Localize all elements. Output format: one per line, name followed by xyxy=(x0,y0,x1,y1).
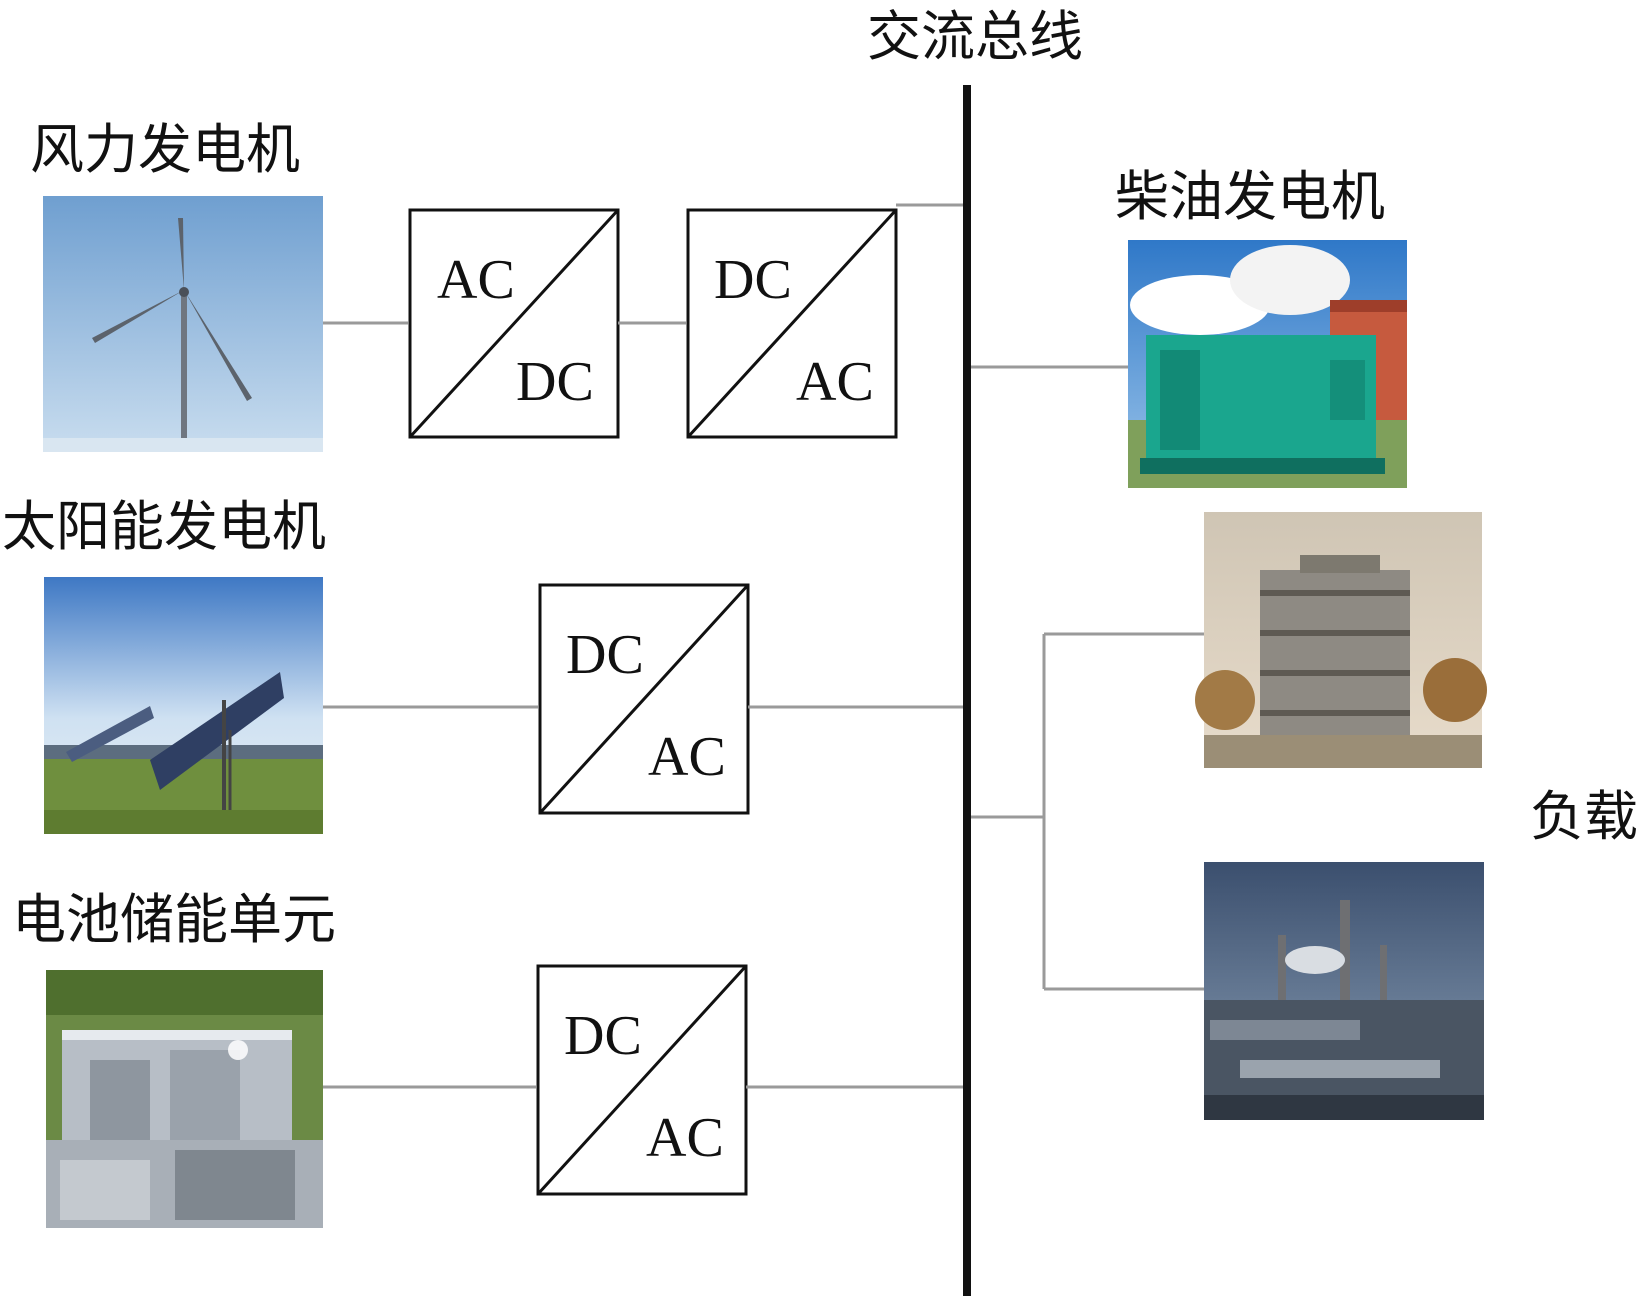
ac-bus-label: 交流总线 xyxy=(867,5,1083,68)
wind-rectifier: AC DC xyxy=(408,208,620,439)
loads-label: 负载 xyxy=(1530,785,1638,848)
battery-storage-label: 电池储能单元 xyxy=(12,888,336,951)
wind-inverter-output: AC xyxy=(796,351,874,413)
battery-inverter: DC AC xyxy=(536,964,748,1196)
wind-inverter-input: DC xyxy=(714,249,792,311)
battery-inverter-input: DC xyxy=(564,1005,642,1067)
solar-inverter-output: AC xyxy=(648,726,726,788)
industrial-plant-image xyxy=(1204,862,1484,1120)
wind-generator-label: 风力发电机 xyxy=(30,118,300,181)
solar-inverter-input: DC xyxy=(566,624,644,686)
residential-building-image xyxy=(1195,512,1487,768)
solar-inverter: DC AC xyxy=(538,583,750,815)
battery-storage-image xyxy=(46,970,323,1228)
wind-turbine-image xyxy=(43,196,323,452)
load-feeder xyxy=(971,632,1204,991)
solar-panel-image xyxy=(44,577,323,834)
solar-generator-label: 太阳能发电机 xyxy=(2,495,326,558)
battery-inverter-output: AC xyxy=(646,1107,724,1169)
diesel-generator-label: 柴油发电机 xyxy=(1115,165,1385,228)
wind-inverter: DC AC xyxy=(686,208,898,439)
diesel-generator-image xyxy=(1128,240,1407,488)
wind-rectifier-output: DC xyxy=(516,351,594,413)
wind-rectifier-input: AC xyxy=(437,249,515,311)
